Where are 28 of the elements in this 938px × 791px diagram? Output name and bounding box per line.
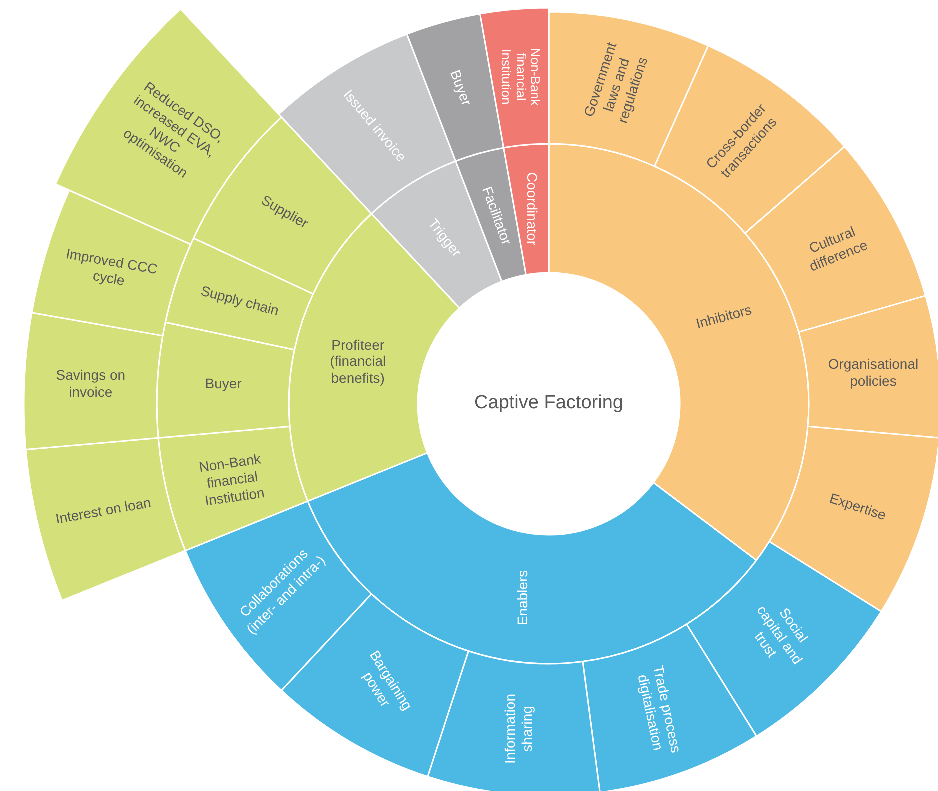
sunburst-segment	[23, 312, 164, 450]
sunburst-segment	[25, 437, 186, 602]
segment-label: Buyer	[446, 66, 476, 110]
segment-label: Supply chain	[198, 281, 282, 320]
sunburst-segment	[686, 541, 882, 738]
segment-label: Information sharing	[502, 692, 536, 766]
segment-label: Buyer	[204, 376, 243, 392]
segment-label: Enablers	[515, 569, 532, 628]
sunburst-segment	[158, 426, 309, 552]
segment-label: Non-Bank financial Institution	[196, 450, 266, 510]
sunburst-segment	[582, 624, 758, 791]
segment-label: Coordinator	[524, 172, 540, 248]
segment-label: Non-Bank financial Institution	[498, 47, 542, 108]
segment-label: Inhibitors	[693, 300, 754, 334]
sunburst-segment	[427, 650, 601, 791]
segment-label: Improved CCC cycle	[64, 244, 160, 290]
sunburst-segment	[156, 322, 296, 439]
segment-label: Captive Factoring	[474, 394, 624, 414]
sunburst-segment	[479, 7, 550, 149]
sunburst-segment	[798, 295, 938, 439]
sunburst-segment	[31, 190, 192, 337]
segment-label: Organisational policies	[827, 356, 920, 390]
sunburst-segment	[164, 238, 314, 351]
segment-label: Interest on loan	[53, 493, 153, 529]
segment-label: Profiteer (financial benefits)	[329, 336, 388, 387]
segment-label: Trade process digitalisation	[634, 662, 686, 756]
sunburst-segment	[548, 11, 710, 168]
segment-label: Savings on invoice	[55, 367, 127, 401]
